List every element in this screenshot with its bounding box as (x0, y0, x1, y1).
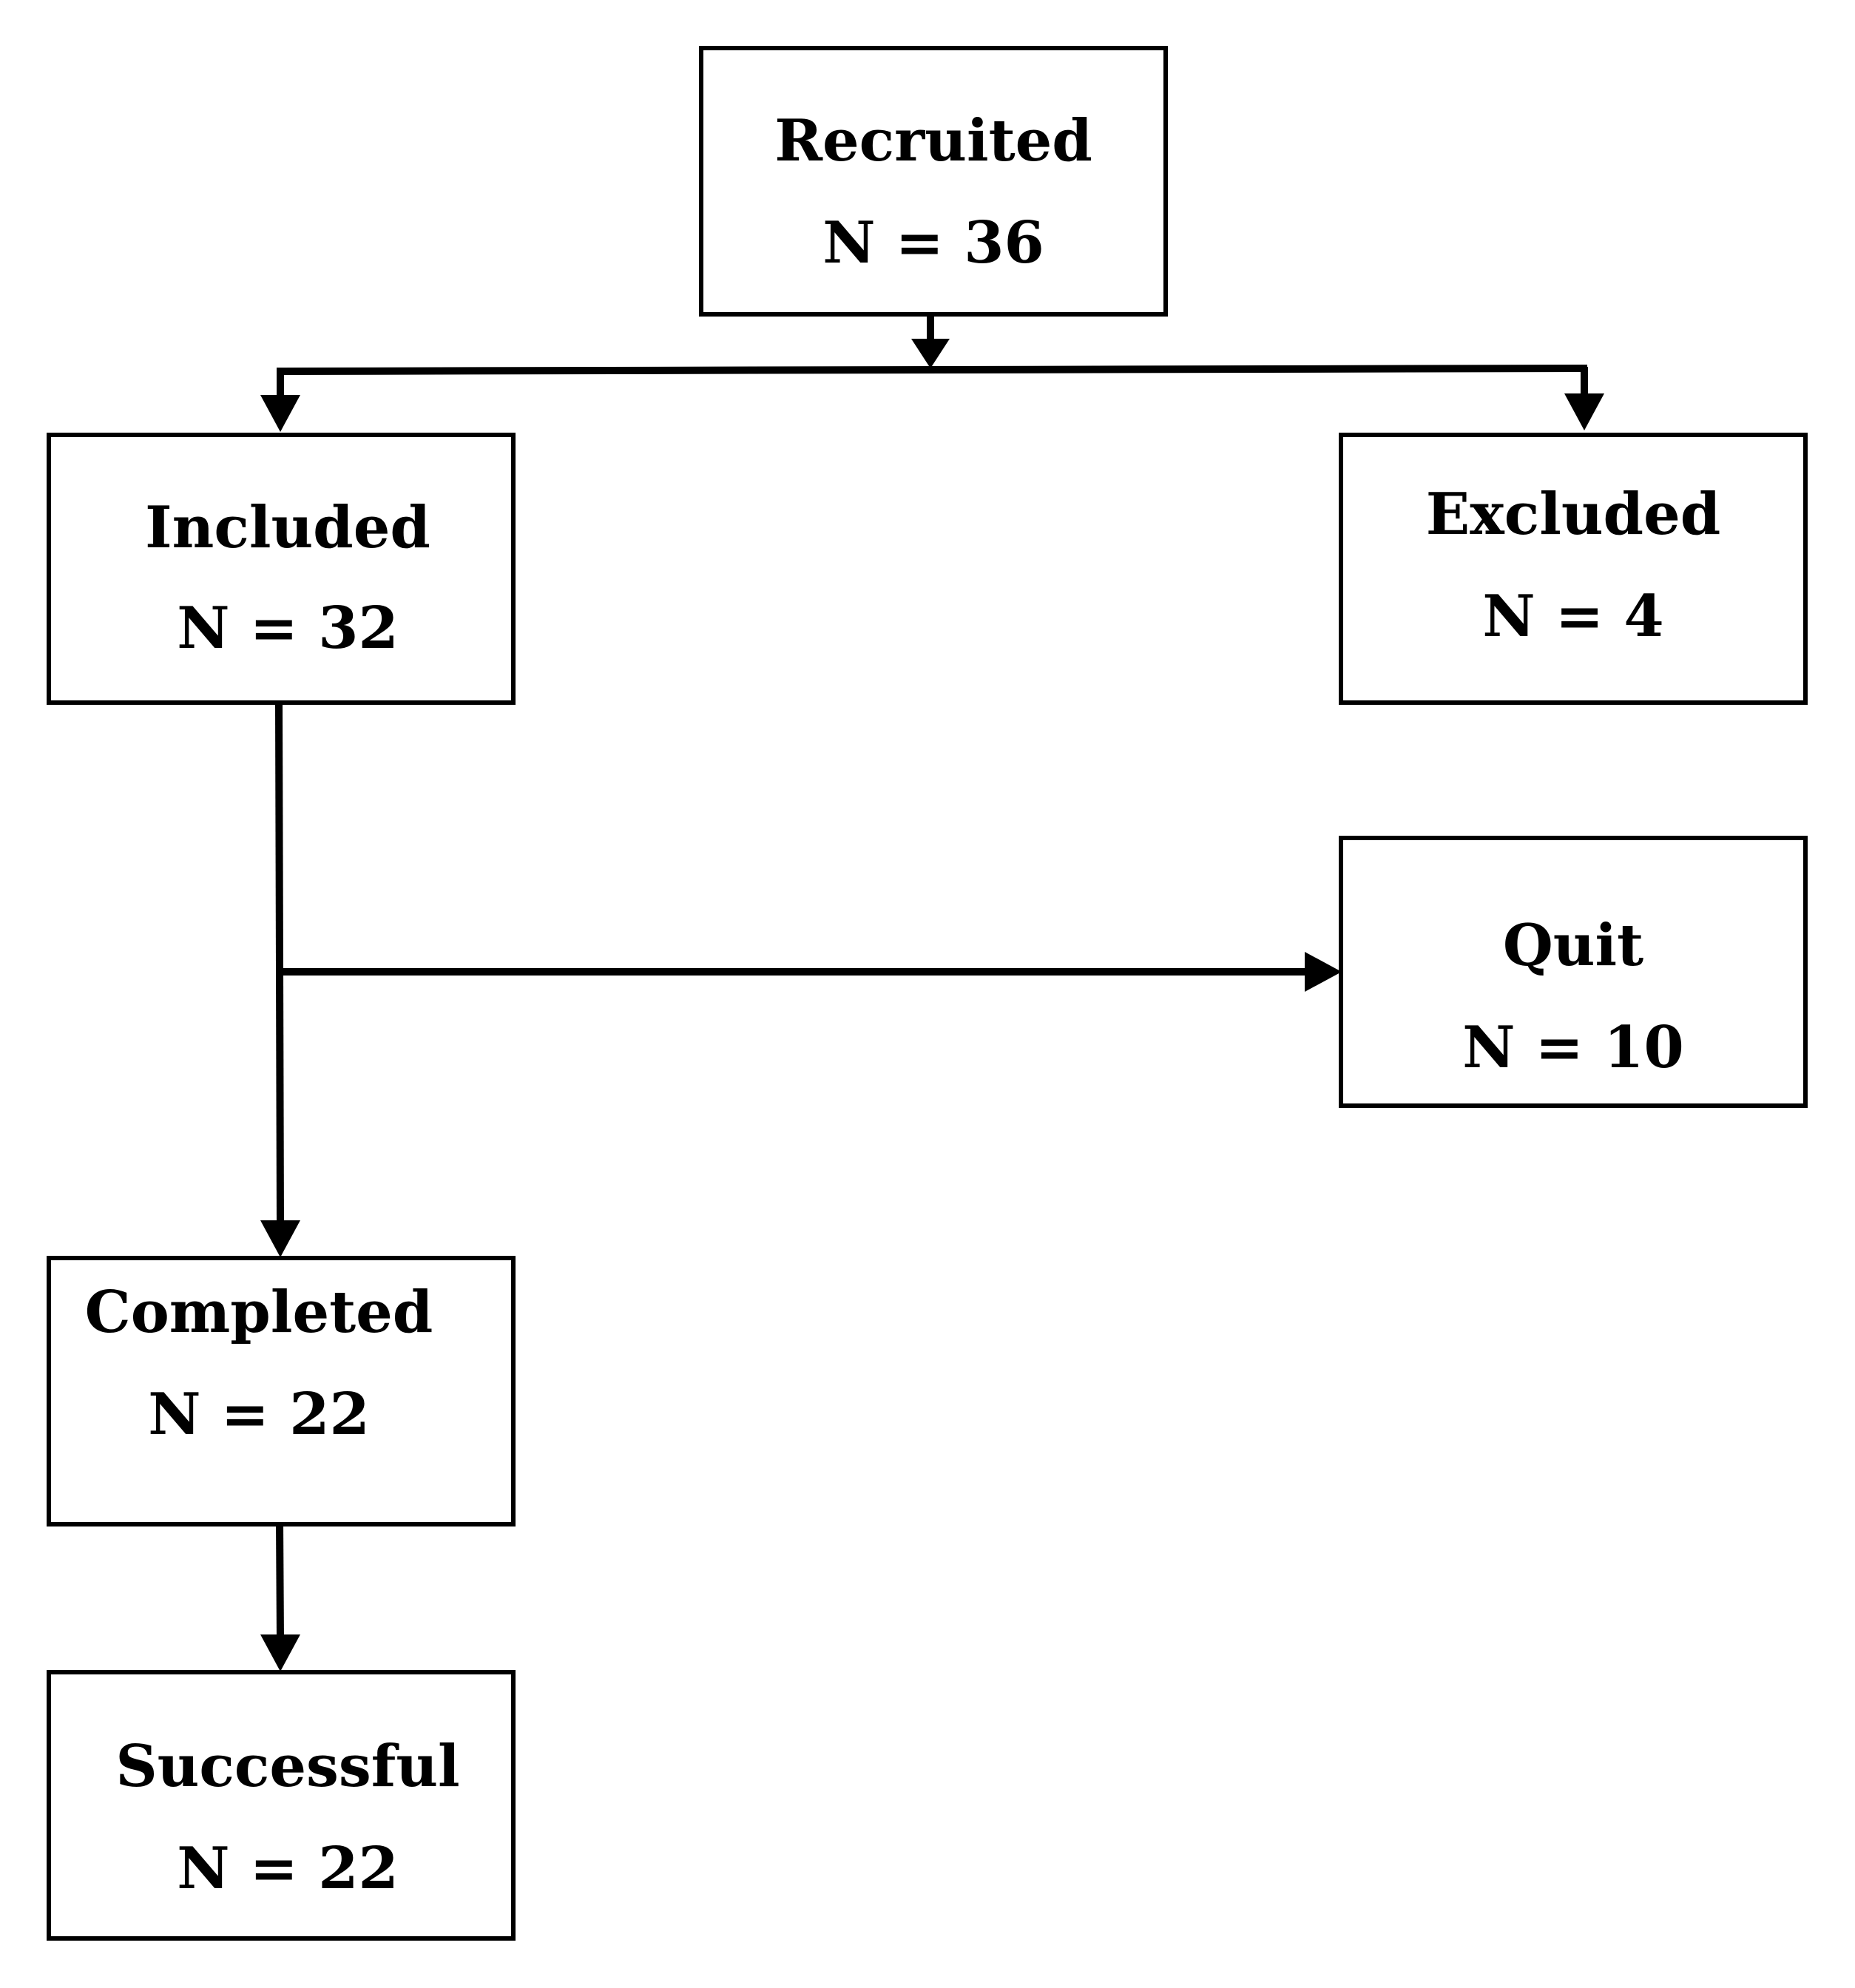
node-recruited-count: N = 36 (822, 209, 1044, 277)
node-completed: Completed N = 22 (47, 1256, 516, 1526)
node-recruited-title: Recruited (774, 107, 1092, 175)
node-quit-title: Quit (1502, 912, 1644, 979)
arrowhead-successful (260, 1634, 300, 1671)
node-successful: Successful N = 22 (47, 1670, 516, 1941)
arrowhead-quit (1305, 952, 1342, 992)
arrowhead-included (260, 395, 300, 432)
node-excluded-title: Excluded (1425, 481, 1721, 548)
node-completed-title: Completed (84, 1279, 433, 1346)
connector-split-horizontal (276, 365, 1588, 375)
node-excluded-count: N = 4 (1482, 583, 1664, 650)
node-successful-title: Successful (115, 1733, 460, 1800)
node-included-title: Included (145, 494, 430, 561)
node-successful-count: N = 22 (177, 1835, 399, 1902)
node-included-count: N = 32 (177, 595, 399, 662)
arrowhead-completed (260, 1220, 300, 1257)
node-included: Included N = 32 (47, 433, 516, 705)
node-excluded: Excluded N = 4 (1339, 433, 1808, 705)
node-quit: Quit N = 10 (1339, 836, 1808, 1108)
node-recruited: Recruited N = 36 (699, 46, 1168, 317)
arrowhead-recruited-split (911, 339, 950, 368)
node-quit-count: N = 10 (1462, 1014, 1684, 1081)
node-completed-count: N = 22 (148, 1381, 370, 1448)
arrowhead-excluded (1564, 393, 1604, 430)
connector-included-completed (275, 703, 284, 1227)
